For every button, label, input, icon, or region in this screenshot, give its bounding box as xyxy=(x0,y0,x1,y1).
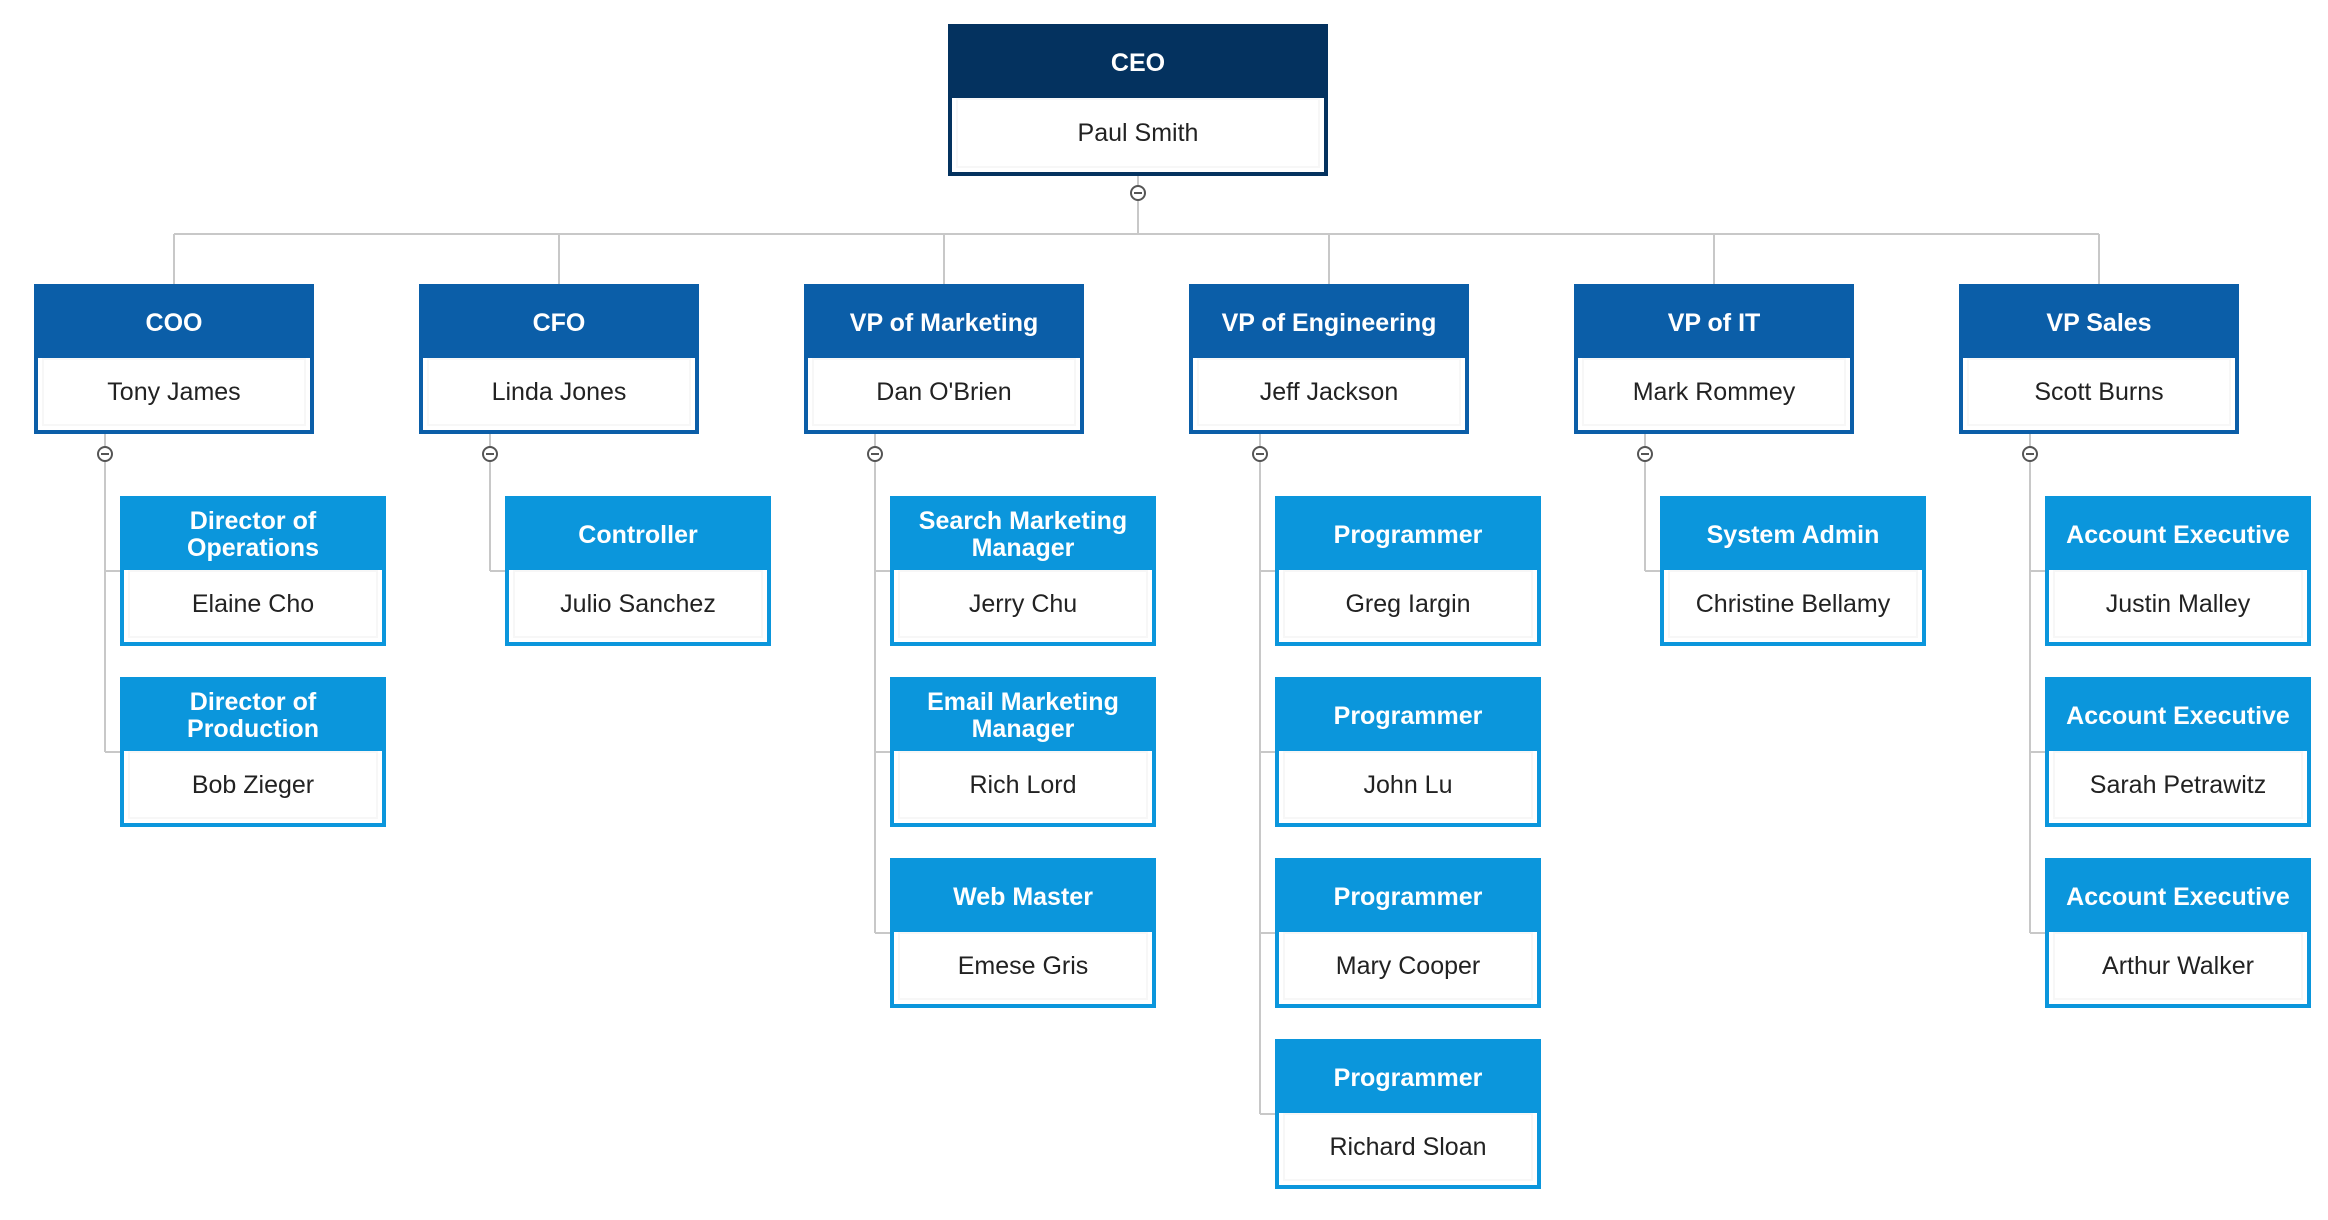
role-title: CEO xyxy=(952,28,1324,98)
person-name: John Lu xyxy=(1283,751,1533,819)
role-title: COO xyxy=(38,288,310,358)
person-name: Tony James xyxy=(42,358,306,426)
person-name: Sarah Petrawitz xyxy=(2053,751,2303,819)
person-name: Jerry Chu xyxy=(898,570,1148,638)
role-title: VP of Engineering xyxy=(1193,288,1465,358)
person-name: Linda Jones xyxy=(427,358,691,426)
person-name: Rich Lord xyxy=(898,751,1148,819)
role-title: Programmer xyxy=(1279,862,1537,932)
collapse-toggle-icon[interactable] xyxy=(1252,446,1268,462)
role-title: Search Marketing Manager xyxy=(894,500,1152,570)
collapse-toggle-icon[interactable] xyxy=(1130,185,1146,201)
role-title: Account Executive xyxy=(2049,862,2307,932)
person-name: Bob Zieger xyxy=(128,751,378,819)
person-name: Mary Cooper xyxy=(1283,932,1533,1000)
person-name: Julio Sanchez xyxy=(513,570,763,638)
role-title: Email Marketing Manager xyxy=(894,681,1152,751)
person-name: Emese Gris xyxy=(898,932,1148,1000)
person-name: Scott Burns xyxy=(1967,358,2231,426)
role-title: VP of IT xyxy=(1578,288,1850,358)
person-name: Justin Malley xyxy=(2053,570,2303,638)
role-title: Programmer xyxy=(1279,1043,1537,1113)
collapse-toggle-icon[interactable] xyxy=(482,446,498,462)
role-title: Programmer xyxy=(1279,500,1537,570)
person-name: Greg Iargin xyxy=(1283,570,1533,638)
role-title: Director of Operations xyxy=(124,500,382,570)
person-name: Richard Sloan xyxy=(1283,1113,1533,1181)
person-name: Jeff Jackson xyxy=(1197,358,1461,426)
collapse-toggle-icon[interactable] xyxy=(867,446,883,462)
collapse-toggle-icon[interactable] xyxy=(2022,446,2038,462)
role-title: VP of Marketing xyxy=(808,288,1080,358)
role-title: System Admin xyxy=(1664,500,1922,570)
person-name: Mark Rommey xyxy=(1582,358,1846,426)
role-title: VP Sales xyxy=(1963,288,2235,358)
person-name: Paul Smith xyxy=(956,98,1320,168)
collapse-toggle-icon[interactable] xyxy=(97,446,113,462)
person-name: Arthur Walker xyxy=(2053,932,2303,1000)
person-name: Dan O'Brien xyxy=(812,358,1076,426)
role-title: Controller xyxy=(509,500,767,570)
person-name: Christine Bellamy xyxy=(1668,570,1918,638)
role-title: Programmer xyxy=(1279,681,1537,751)
person-name: Elaine Cho xyxy=(128,570,378,638)
role-title: Account Executive xyxy=(2049,500,2307,570)
role-title: Director of Production xyxy=(124,681,382,751)
collapse-toggle-icon[interactable] xyxy=(1637,446,1653,462)
role-title: Account Executive xyxy=(2049,681,2307,751)
role-title: CFO xyxy=(423,288,695,358)
role-title: Web Master xyxy=(894,862,1152,932)
